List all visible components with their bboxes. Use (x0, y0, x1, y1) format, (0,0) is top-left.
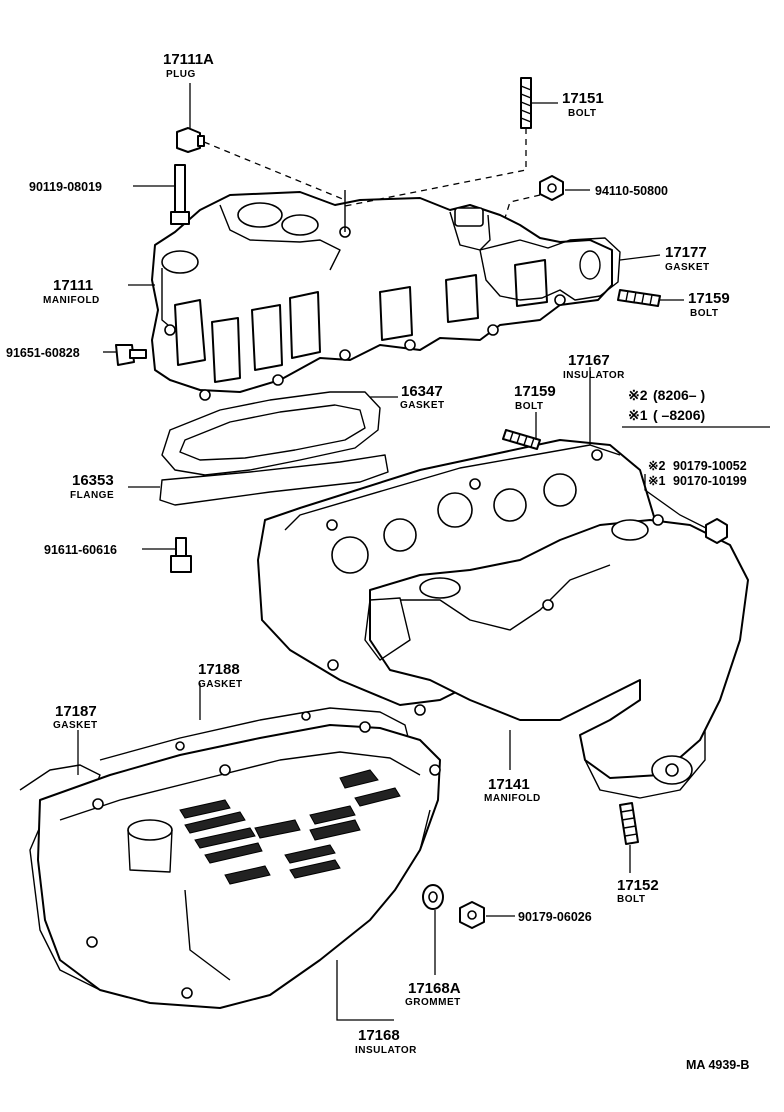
nut-94110-drawing (539, 175, 564, 201)
part-name: PLUG (166, 69, 196, 80)
part-name: GASKET (665, 262, 710, 273)
label-94110-50800: 94110-50800 (595, 184, 668, 198)
part-name: GROMMET (405, 997, 461, 1008)
nut-90179-06026-drawing (459, 901, 485, 929)
lower-insulator-drawing (19, 707, 441, 1009)
part-number: 17188 (198, 661, 240, 678)
part-number: 90119-08019 (29, 180, 102, 194)
label-90179-10052: ※2 90179-10052 (648, 459, 747, 473)
part-mark: ※1 (648, 474, 665, 488)
part-number: 91651-60828 (6, 346, 80, 360)
part-name: BOLT (690, 308, 718, 319)
label-91611-60616: 91611-60616 (44, 543, 117, 557)
part-number: 90179-06026 (518, 910, 592, 924)
label-17159-upper: 17159 BOLT (688, 290, 730, 319)
part-name: GASKET (400, 400, 445, 411)
label-17159-lower: 17159 BOLT (514, 383, 556, 412)
part-number: 90179-10052 (673, 459, 747, 473)
part-number: 94110-50800 (595, 184, 668, 198)
part-number: 91611-60616 (44, 543, 117, 557)
label-90170-10199: ※1 90170-10199 (648, 474, 747, 488)
leader-lines (77, 83, 707, 1021)
part-mark: ※2 (648, 459, 665, 473)
gasket-17177-drawing (479, 237, 621, 301)
label-17111: 17111 MANIFOLD (43, 277, 100, 306)
part-name: BOLT (617, 894, 645, 905)
part-name: INSULATOR (563, 370, 625, 381)
stud-17152-drawing (619, 802, 639, 845)
part-number: 17152 (617, 877, 659, 894)
part-number: 17167 (568, 352, 610, 369)
stud-17159-upper-drawing (617, 289, 661, 307)
part-number: 17177 (665, 244, 707, 261)
label-17167: 17167 INSULATOR (563, 352, 625, 381)
stud-17159-lower-drawing (502, 429, 541, 450)
part-number: 17111 (53, 277, 93, 294)
label-17152: 17152 BOLT (617, 877, 659, 905)
label-17168a: 17168A GROMMET (405, 980, 461, 1008)
part-name: BOLT (568, 108, 596, 119)
gasket-16347-drawing (161, 391, 381, 476)
part-name: FLANGE (70, 490, 114, 501)
label-17151: 17151 BOLT (562, 90, 604, 119)
nut-90179-10052-drawing (705, 518, 728, 544)
part-number: 17111A (163, 51, 214, 68)
part-number: 17168 (358, 1027, 400, 1044)
legend-mark-1: ※2 (628, 387, 648, 403)
legend-text-1: (8206– ) (653, 387, 705, 403)
plug-17111a-drawing (176, 127, 205, 153)
label-17111a: 17111A PLUG (163, 51, 214, 80)
bolt-91611-drawing (170, 537, 192, 573)
intake-manifold-drawing (151, 190, 613, 401)
label-17177: 17177 GASKET (665, 244, 710, 273)
part-name: BOLT (515, 401, 543, 412)
label-17168: 17168 INSULATOR (355, 1027, 417, 1056)
label-17141: 17141 MANIFOLD (484, 776, 541, 804)
flange-16353-drawing (159, 454, 389, 506)
insulator-louvers (179, 769, 401, 885)
part-name: GASKET (53, 720, 98, 731)
part-name: GASKET (198, 679, 243, 690)
part-number: 16353 (72, 472, 114, 489)
part-name: INSULATOR (355, 1045, 417, 1056)
part-number: 90170-10199 (673, 474, 747, 488)
label-17187: 17187 GASKET (53, 703, 98, 731)
legend-text-2: ( –8206) (653, 407, 705, 423)
bolt-90119-drawing (170, 164, 190, 225)
part-name: MANIFOLD (43, 295, 100, 306)
part-number: 17187 (55, 703, 97, 720)
part-number: 17141 (488, 776, 530, 793)
grommet-17168a-drawing (422, 884, 444, 910)
label-16347: 16347 GASKET (400, 383, 445, 411)
legend-mark-2: ※1 (628, 407, 648, 423)
part-number: 16347 (401, 383, 443, 400)
label-91651-60828: 91651-60828 (6, 346, 80, 360)
part-number: 17159 (688, 290, 730, 307)
part-number: 17168A (408, 980, 461, 997)
label-16353: 16353 FLANGE (70, 472, 114, 501)
legend-box: ※2 (8206– ) ※1 ( –8206) (622, 387, 770, 428)
label-90119-08019: 90119-08019 (29, 180, 102, 194)
label-90179-06026: 90179-06026 (518, 910, 592, 924)
part-number: 17159 (514, 383, 556, 400)
part-number: 17151 (562, 90, 604, 107)
sensor-91651-drawing (115, 344, 147, 366)
part-name: MANIFOLD (484, 793, 541, 804)
diagram-reference-code: MA 4939-B (686, 1058, 749, 1072)
exhaust-manifold-drawing (257, 439, 749, 799)
label-17188: 17188 GASKET (198, 661, 243, 690)
bolt-17151-drawing (520, 77, 532, 129)
